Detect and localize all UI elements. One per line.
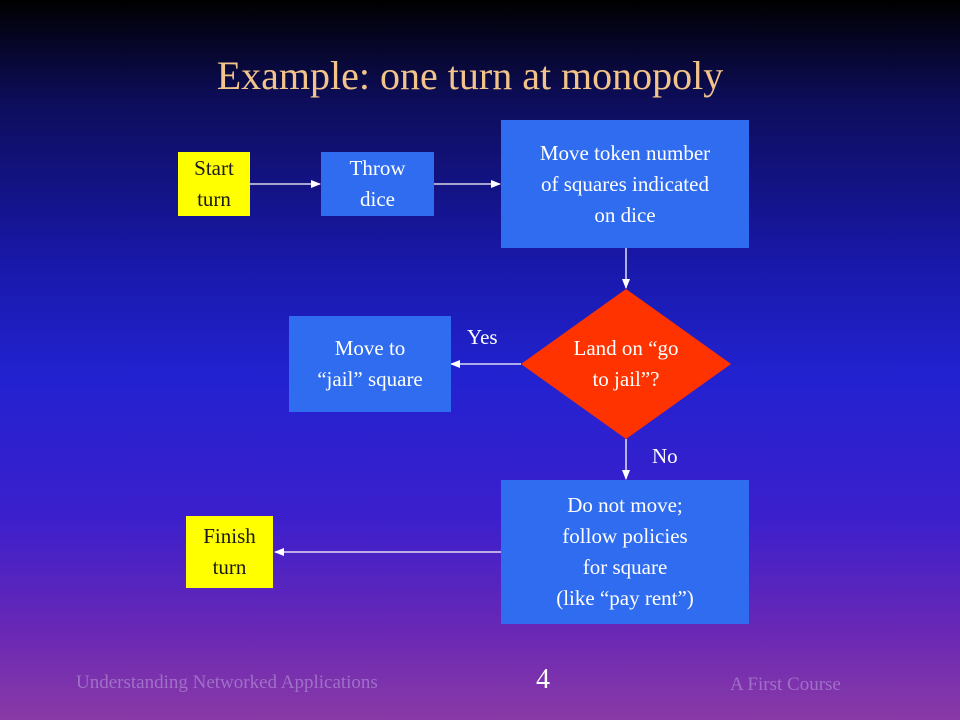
footer-course-title: Understanding Networked Applications <box>76 672 378 693</box>
move-token-node: Move token number of squares indicated o… <box>501 120 749 248</box>
throw-dice-node: Throw dice <box>321 152 434 216</box>
do-not-move-node: Do not move; follow policies for square … <box>501 480 749 624</box>
jail-node: Move to “jail” square <box>289 316 451 412</box>
decision-diamond <box>521 289 731 439</box>
footer-course-subtitle: A First Course <box>730 674 841 695</box>
yes-label: Yes <box>467 325 498 349</box>
no-label: No <box>652 444 678 468</box>
start-turn-node: Start turn <box>178 152 250 216</box>
decision-label: Land on “go to jail”? <box>573 336 679 391</box>
finish-turn-node: Finish turn <box>186 516 273 588</box>
slide-title: Example: one turn at monopoly <box>216 53 724 98</box>
page-number: 4 <box>536 664 550 695</box>
